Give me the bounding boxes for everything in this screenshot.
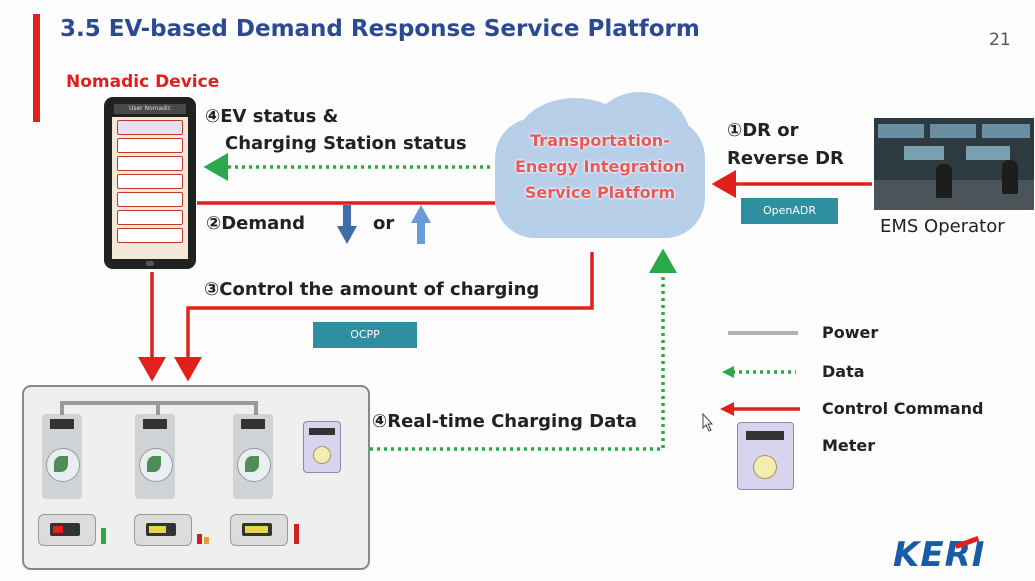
openadr-tag: OpenADR [741, 198, 838, 224]
meter-dial [753, 455, 777, 479]
charger-display [241, 419, 265, 429]
cloud-platform [495, 118, 705, 238]
slide-subtitle: Nomadic Device [66, 72, 220, 92]
phone-menu-item [117, 192, 183, 207]
battery-icon [146, 523, 176, 536]
battery-level-bar [294, 524, 299, 544]
phone-menu-item [117, 138, 183, 153]
battery-level-bar [101, 528, 106, 544]
meter-display [746, 431, 784, 440]
legend-meter-label: Meter [822, 436, 876, 455]
leaf-icon [54, 456, 68, 472]
cloud-platform-text: Transportation- Energy Integration Servi… [495, 128, 705, 206]
ev-charger [233, 414, 273, 499]
leaf-icon [245, 456, 259, 472]
battery-level-bar [204, 537, 209, 544]
phone-menu-item [117, 174, 183, 189]
electric-car [38, 514, 96, 546]
meter-display [309, 428, 335, 435]
power-connector-lines [60, 401, 258, 415]
cloud-line2: Energy Integration [514, 157, 685, 176]
cloud-line1: Transportation- [530, 131, 670, 150]
ev-charger [42, 414, 82, 499]
phone-menu-item [117, 228, 183, 243]
ocpp-tag: OCPP [313, 322, 417, 348]
legend-control-arrowhead [720, 402, 734, 416]
cursor-icon [702, 412, 714, 432]
slide-title: 3.5 EV-based Demand Response Service Pla… [60, 16, 700, 42]
battery-level-bar [197, 534, 202, 544]
dr-label-line2: Reverse DR [727, 148, 844, 169]
charger-display [143, 419, 167, 429]
demand-label: ②Demand [206, 213, 305, 234]
meter-icon [303, 421, 341, 473]
ev-status-label-line2: Charging Station status [225, 133, 467, 154]
phone-menu-item [117, 156, 183, 171]
operator-person [936, 164, 952, 198]
meter-dial [313, 446, 331, 464]
control-room-screen [904, 146, 944, 160]
legend-data-arrowhead [722, 366, 734, 378]
control-charging-label: ③Control the amount of charging [204, 279, 540, 300]
ems-operator-label: EMS Operator [880, 216, 1005, 237]
legend-power-label: Power [822, 323, 879, 342]
operator-person [1002, 160, 1018, 194]
realtime-data-label: ④Real-time Charging Data [372, 411, 638, 432]
control-room-screen [966, 146, 1010, 160]
up-arrow-icon [411, 205, 431, 244]
nomadic-device-phone: User Nomadic [104, 97, 196, 269]
charging-station-group [22, 385, 370, 570]
electric-car [134, 514, 192, 546]
phone-menu-item [117, 210, 183, 225]
title-accent-bar [33, 14, 40, 122]
ev-status-label-line1: ④EV status & [205, 106, 339, 127]
legend-meter-icon [737, 422, 794, 490]
ev-charger [135, 414, 175, 499]
leaf-icon [147, 456, 161, 472]
battery-icon [50, 523, 80, 536]
cloud-line3: Service Platform [524, 183, 676, 202]
phone-header: User Nomadic [114, 104, 186, 114]
control-line-ocpp [174, 252, 594, 382]
page-number: 21 [989, 30, 1011, 50]
legend-control-label: Control Command [822, 399, 984, 418]
phone-menu-item [117, 120, 183, 135]
or-label: or [373, 213, 395, 234]
legend-data-label: Data [822, 362, 865, 381]
ems-operator-photo [874, 118, 1034, 210]
control-room-screen [878, 124, 924, 138]
dr-label-line1: ①DR or [727, 120, 799, 141]
electric-car [230, 514, 288, 546]
control-room-screen [930, 124, 976, 138]
phone-home-button [146, 261, 154, 266]
charger-display [50, 419, 74, 429]
down-arrow-icon [337, 205, 357, 244]
control-room-screen [982, 124, 1030, 138]
phone-screen [112, 117, 188, 259]
battery-icon [242, 523, 272, 536]
